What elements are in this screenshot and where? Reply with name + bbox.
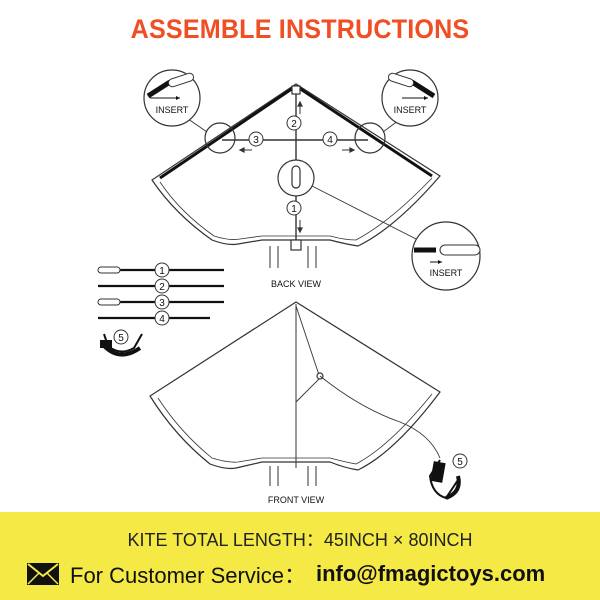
front-view-label: FRONT VIEW xyxy=(268,495,325,505)
svg-text:5: 5 xyxy=(118,333,124,344)
right-spar xyxy=(295,84,433,178)
front-handle: 5 xyxy=(428,453,468,500)
back-view-step-markers: 2 3 4 1 xyxy=(248,115,338,216)
left-spar xyxy=(159,84,297,180)
back-view-label: BACK VIEW xyxy=(271,279,322,289)
marker-4-back: 4 xyxy=(327,135,333,146)
svg-text:2: 2 xyxy=(159,282,165,293)
top-connector xyxy=(291,85,301,95)
envelope-icon xyxy=(27,563,59,585)
service-label: For Customer Service： xyxy=(70,563,306,588)
part-2: 2 xyxy=(98,278,224,294)
back-tail-fin-left xyxy=(269,246,279,268)
back-tail-fin-right xyxy=(307,246,317,268)
email-link[interactable]: info@fmagictoys.com xyxy=(315,561,546,586)
part-3: 3 xyxy=(97,294,224,310)
svg-text:1: 1 xyxy=(159,266,165,277)
insert-label-left: INSERT xyxy=(156,105,189,115)
kite-length-text: KITE TOTAL LENGTH：45INCH × 80INCH xyxy=(127,530,473,550)
svg-text:3: 3 xyxy=(159,298,165,309)
detail-insert-left: INSERT xyxy=(143,69,201,127)
front-kite-hem xyxy=(157,393,433,465)
right-joint-circle xyxy=(354,122,386,154)
front-view-kite xyxy=(149,301,441,486)
page-title: ASSEMBLE INSTRUCTIONS xyxy=(130,14,470,44)
part-1: 1 xyxy=(97,262,224,278)
insert-label-center: INSERT xyxy=(430,268,463,278)
marker-1-back: 1 xyxy=(291,204,297,215)
assembly-diagram: 2 3 4 1 INSERT INSERT INSERT BACK VIEW xyxy=(97,69,481,505)
part-4: 4 xyxy=(98,310,210,326)
marker-2-back: 2 xyxy=(291,119,297,130)
left-joint-circle xyxy=(204,122,236,154)
flying-line xyxy=(319,375,441,459)
part-5-handle: 5 xyxy=(100,329,143,357)
front-kite-outline xyxy=(149,301,441,471)
marker-3-back: 3 xyxy=(253,135,259,146)
detail-insert-right: INSERT xyxy=(381,69,439,127)
footer-banner: KITE TOTAL LENGTH：45INCH × 80INCH For Cu… xyxy=(0,512,600,600)
marker-5-front: 5 xyxy=(457,457,463,468)
customer-service-line: For Customer Service： info@fmagictoys.co… xyxy=(26,558,545,590)
svg-text:4: 4 xyxy=(159,314,165,325)
bottom-connector xyxy=(290,239,302,251)
parts-legend: 1 2 3 4 5 xyxy=(97,262,224,357)
front-bridle xyxy=(295,305,321,379)
insert-label-right: INSERT xyxy=(394,105,427,115)
leader-center xyxy=(311,185,419,241)
detail-insert-center: INSERT xyxy=(411,221,481,291)
